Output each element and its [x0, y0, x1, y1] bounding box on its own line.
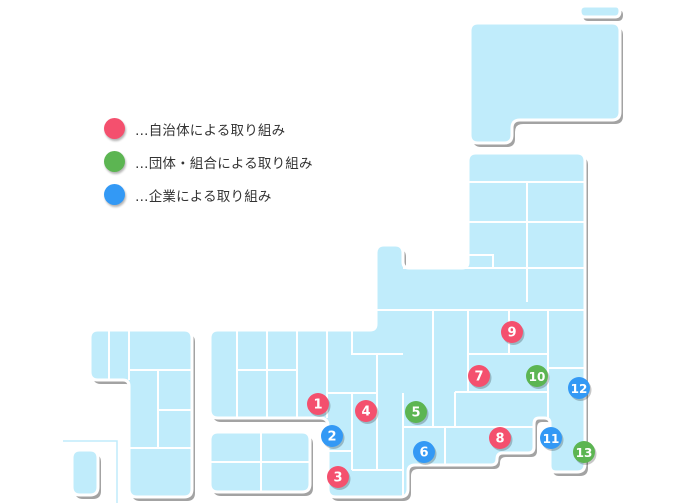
marker-label: 12 — [571, 382, 588, 396]
marker-3[interactable]: 3 — [327, 466, 351, 490]
region-honshu — [208, 151, 587, 499]
legend-item-municipality: …自治体による取り組み — [104, 112, 313, 145]
marker-1[interactable]: 1 — [307, 393, 331, 417]
marker-13[interactable]: 13 — [573, 441, 597, 465]
region-kyushu — [88, 328, 194, 499]
region-okinawa — [70, 448, 100, 497]
marker-9[interactable]: 9 — [501, 321, 525, 345]
legend-label: …自治体による取り組み — [135, 122, 286, 139]
marker-5[interactable]: 5 — [405, 401, 429, 425]
legend: …自治体による取り組み …団体・組合による取り組み …企業による取り組み — [104, 112, 313, 211]
marker-dot-icon — [526, 365, 548, 387]
marker-dot-icon — [568, 377, 590, 399]
marker-label: 5 — [411, 406, 420, 421]
marker-label: 6 — [419, 446, 428, 461]
marker-dot-icon — [489, 427, 511, 449]
region-hokkaido — [468, 21, 622, 145]
okinawa-inset-border — [63, 440, 118, 503]
marker-dot-icon — [327, 466, 349, 488]
marker-12[interactable]: 12 — [568, 377, 592, 401]
prefecture-border — [351, 330, 403, 355]
marker-dot-icon — [501, 321, 523, 343]
marker-dot-icon — [468, 365, 490, 387]
marker-label: 13 — [576, 446, 593, 460]
marker-dot-icon — [307, 393, 329, 415]
marker-8[interactable]: 8 — [489, 427, 513, 451]
marker-dot-icon — [573, 441, 595, 463]
marker-label: 3 — [333, 471, 342, 486]
marker-label: 11 — [543, 432, 560, 446]
marker-label: 1 — [313, 398, 322, 413]
marker-4[interactable]: 4 — [355, 400, 379, 424]
region-hokkaido-small-island — [578, 4, 622, 19]
legend-label: …企業による取り組み — [135, 188, 272, 205]
marker-11[interactable]: 11 — [540, 427, 564, 451]
marker-2[interactable]: 2 — [321, 425, 345, 449]
marker-dot-icon — [355, 400, 377, 422]
marker-dot-icon — [321, 425, 343, 447]
marker-dot-icon — [405, 401, 427, 423]
legend-label: …団体・組合による取り組み — [135, 155, 313, 172]
marker-label: 7 — [474, 370, 483, 385]
blue-dot-icon — [104, 184, 125, 205]
marker-7[interactable]: 7 — [468, 365, 492, 389]
marker-label: 4 — [361, 405, 370, 420]
marker-label: 8 — [495, 432, 504, 447]
marker-label: 9 — [507, 326, 516, 341]
marker-10[interactable]: 10 — [526, 365, 550, 389]
legend-item-organization: …団体・組合による取り組み — [104, 145, 313, 178]
prefecture-border — [468, 254, 494, 268]
marker-label: 10 — [529, 370, 546, 384]
marker-6[interactable]: 6 — [413, 441, 437, 465]
green-dot-icon — [104, 151, 125, 172]
marker-dot-icon — [413, 441, 435, 463]
marker-label: 2 — [327, 430, 336, 445]
legend-item-company: …企業による取り組み — [104, 178, 313, 211]
marker-dot-icon — [540, 427, 562, 449]
red-dot-icon — [104, 118, 125, 139]
